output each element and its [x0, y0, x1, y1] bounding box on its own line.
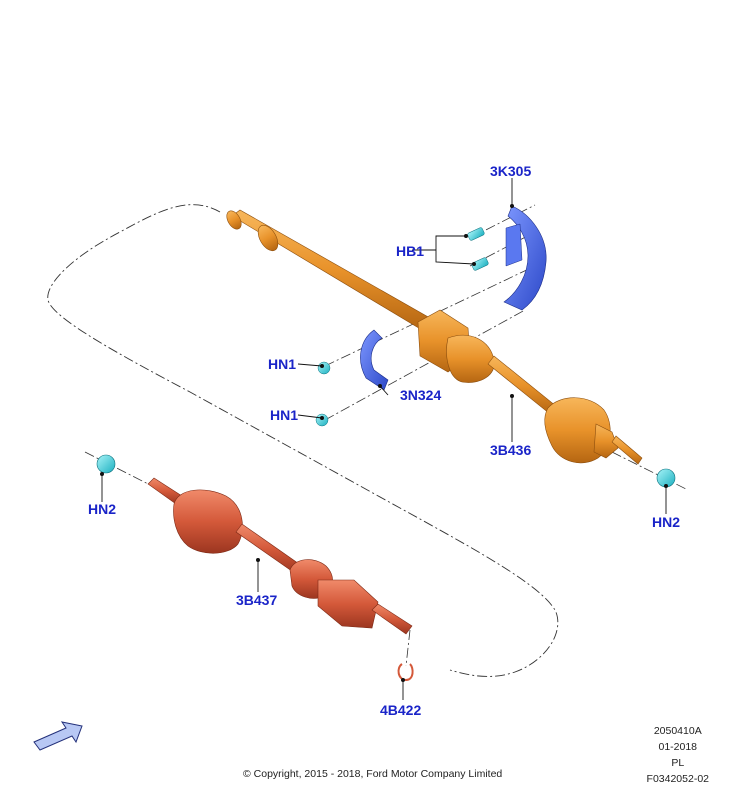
assembly-outline — [47, 204, 559, 677]
callout-hn1-bottom[interactable]: HN1 — [270, 407, 298, 423]
callout-4b422[interactable]: 4B422 — [380, 702, 421, 718]
snap-ring-4b422 — [397, 663, 414, 682]
drive-shaft-3b436 — [226, 209, 643, 465]
figure-code: 2050410A — [653, 725, 702, 737]
callout-hb1[interactable]: HB1 — [396, 243, 424, 259]
copyright-notice: © Copyright, 2015 - 2018, Ford Motor Com… — [243, 768, 503, 780]
outer-joint-bell — [593, 423, 619, 459]
spline-end — [226, 210, 242, 230]
callout-3b436[interactable]: 3B436 — [490, 442, 531, 458]
callout-3k305[interactable]: 3K305 — [490, 163, 531, 179]
drive-shaft-3b437 — [147, 477, 413, 635]
inner-joint-housing — [317, 579, 379, 629]
nut-hn2-left — [96, 454, 116, 474]
view-direction-arrow-icon — [33, 721, 83, 751]
bolt-hb1-upper — [467, 227, 485, 241]
nut-hn1-upper — [317, 361, 331, 375]
leader-dots — [100, 204, 668, 682]
figure-id: F0342052-02 — [646, 773, 709, 785]
figure-language: PL — [671, 757, 685, 769]
shaft-collar — [257, 224, 279, 252]
bracket-3k305 — [503, 205, 547, 311]
figure-date: 01-2018 — [658, 741, 698, 753]
callout-hn2-right[interactable]: HN2 — [652, 514, 680, 530]
leader-lines — [101, 178, 667, 700]
callout-3b437[interactable]: 3B437 — [236, 592, 277, 608]
callout-hn2-left[interactable]: HN2 — [88, 501, 116, 517]
outer-stub — [611, 435, 643, 465]
callout-hn1-top[interactable]: HN1 — [268, 356, 296, 372]
outer-boot — [173, 489, 243, 554]
inner-boot — [446, 334, 495, 383]
callout-3n324[interactable]: 3N324 — [400, 387, 441, 403]
bearing-strap-3n324 — [360, 329, 389, 391]
inner-stub — [371, 603, 413, 635]
bolt-hb1-lower — [471, 257, 489, 271]
mid-shaft — [487, 355, 557, 415]
figure-reference-block: 2050410A 01-2018 PL F0342052-02 — [647, 723, 709, 787]
outer-boot — [544, 397, 611, 464]
